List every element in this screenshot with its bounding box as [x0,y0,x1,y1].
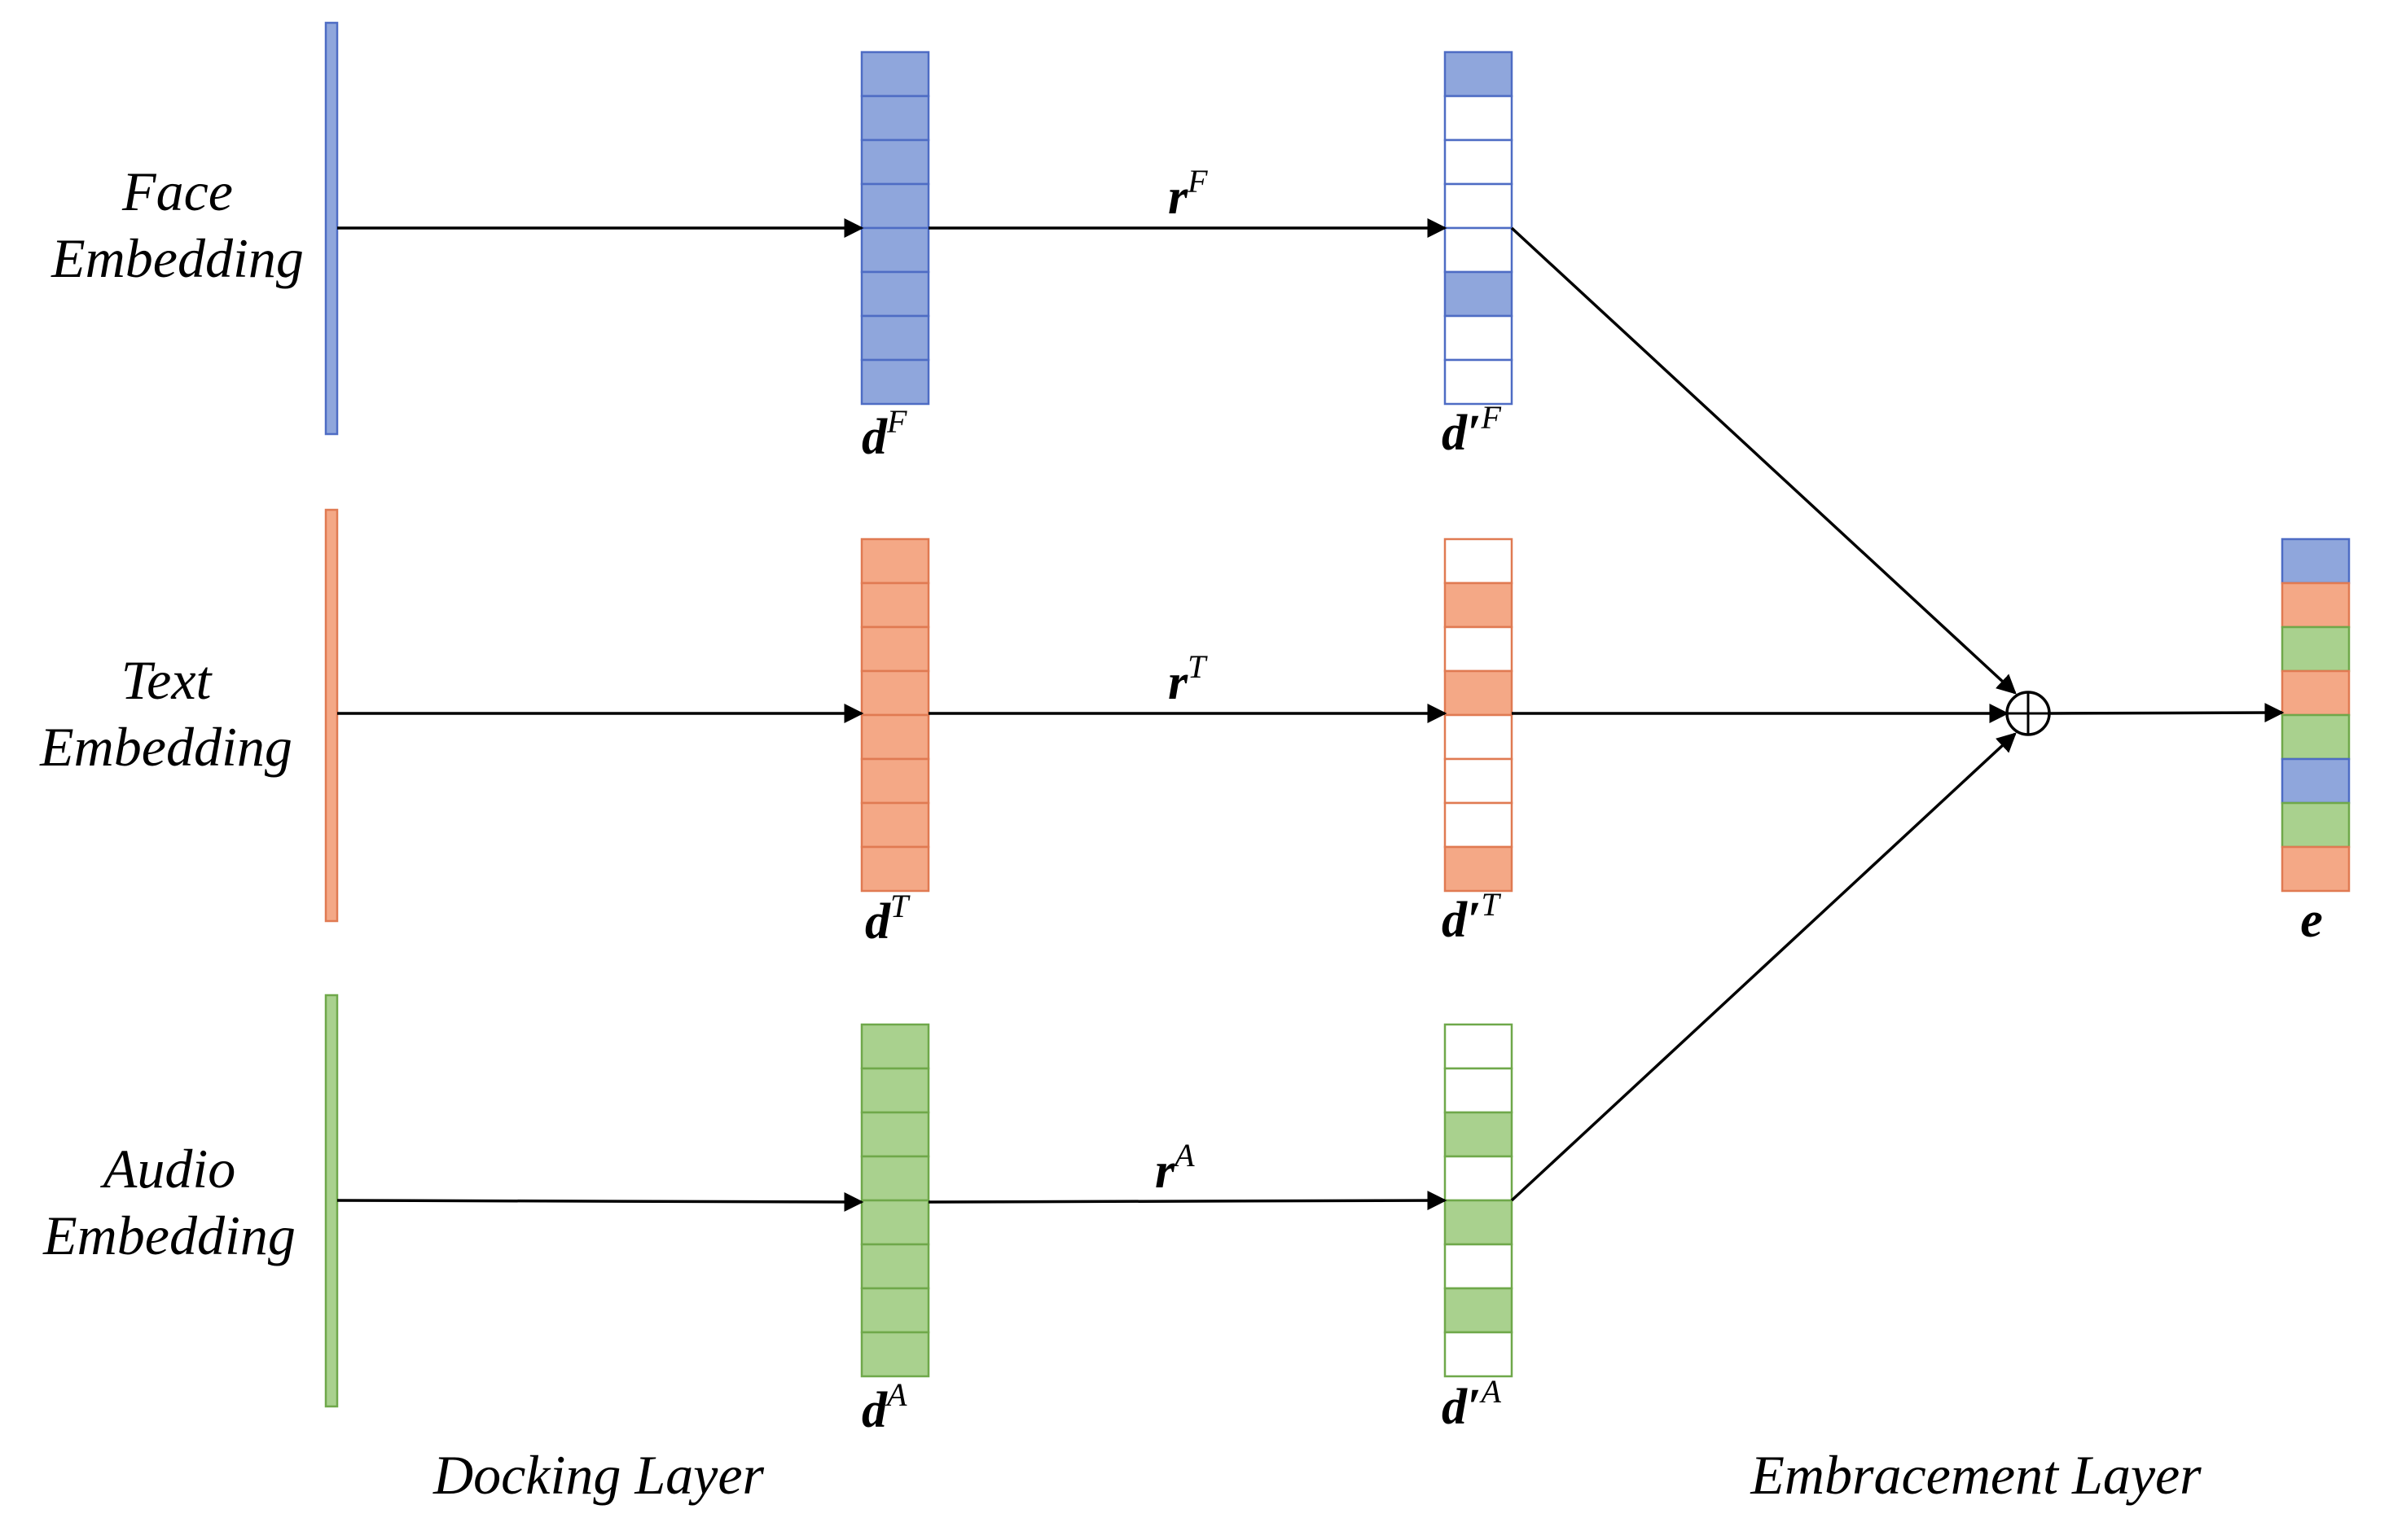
output-e-label: e [2300,893,2323,948]
audio-masked-cell [1443,1111,1513,1158]
text-embedding-bar [324,508,339,923]
face-masked-cell [1443,226,1513,274]
output-cell [2281,537,2351,585]
face-masked-cell [1443,314,1513,362]
audio-r-arrow [928,1191,1447,1211]
r-audio-label: rA [1155,1137,1195,1199]
face-to-sum-arrow [1510,226,2017,695]
audio-docking-cell [860,1287,930,1334]
audio-docking-cell [860,1155,930,1202]
audio-embedding-label: Audio Embedding [42,1138,296,1266]
output-embedding-vector [2281,537,2351,893]
face-docking-cell [860,358,930,406]
face-docking-cell [860,226,930,274]
text-docking-cell [860,625,930,673]
audio-docking-cell [860,1023,930,1070]
text-masked-cell [1443,669,1513,717]
face-docking-vector [860,50,930,406]
face-docking-cell [860,138,930,186]
text-docking-cell [860,713,930,761]
face-docking-cell [860,50,930,98]
text-docking-cell [860,537,930,585]
audio-docking-cell [860,1331,930,1378]
audio-input-arrow [336,1191,864,1212]
audio-embedding-bar [324,994,339,1408]
text-label-line2: Embedding [39,716,292,778]
face-label-line2: Embedding [50,227,304,289]
d-text-label: dT [865,888,911,950]
audio-masked-vector [1443,1023,1513,1378]
audio-label-line2: Embedding [42,1204,296,1266]
d-face-label: dF [862,403,907,465]
text-docking-vector [860,537,930,893]
text-docking-cell [860,669,930,717]
output-cell [2281,713,2351,761]
text-masked-cell [1443,757,1513,805]
text-docking-cell [860,801,930,849]
face-masked-cell [1443,182,1513,230]
face-masked-cell [1443,358,1513,406]
audio-masked-cell [1443,1155,1513,1202]
output-cell [2281,625,2351,673]
audio-docking-cell [860,1067,930,1114]
audio-to-sum-arrow [1510,732,2017,1202]
text-masked-cell [1443,537,1513,585]
output-cell [2281,845,2351,893]
face-embedding-label: Face Embedding [50,160,304,289]
audio-docking-cell [860,1199,930,1246]
face-masked-cell [1443,138,1513,186]
output-cell [2281,801,2351,849]
text-masked-vector [1443,537,1513,893]
face-docking-cell [860,270,930,318]
output-cell [2281,581,2351,629]
audio-masked-cell [1443,1067,1513,1114]
audio-masked-cell [1443,1243,1513,1290]
audio-masked-cell [1443,1199,1513,1246]
dprime-face-label: d′F [1442,399,1501,461]
text-docking-cell [860,581,930,629]
audio-docking-cell [860,1243,930,1290]
r-face-label: rF [1168,163,1208,225]
face-embedding-bar [324,21,339,436]
embracement-layer-label: Embracement Layer [1750,1444,2202,1506]
output-cell [2281,669,2351,717]
text-docking-cell [860,757,930,805]
face-masked-cell [1443,94,1513,142]
docking-layer-label: Docking Layer [432,1444,765,1506]
dprime-text-label: d′T [1442,886,1501,948]
face-masked-vector [1443,50,1513,406]
face-masked-cell [1443,270,1513,318]
text-masked-cell [1443,845,1513,893]
audio-docking-vector [860,1023,930,1378]
text-docking-cell [860,845,930,893]
face-docking-cell [860,182,930,230]
face-label-line1: Face [121,160,233,222]
text-embedding-label: Text Embedding [39,649,292,778]
text-masked-cell [1443,801,1513,849]
face-masked-cell [1443,50,1513,98]
audio-label-line1: Audio [100,1138,235,1200]
audio-masked-cell [1443,1287,1513,1334]
text-masked-cell [1443,713,1513,761]
output-cell [2281,757,2351,805]
face-docking-cell [860,314,930,362]
r-text-label: rT [1168,648,1208,710]
text-masked-cell [1443,581,1513,629]
d-audio-label: dA [862,1376,907,1438]
face-docking-cell [860,94,930,142]
audio-docking-cell [860,1111,930,1158]
text-label-line1: Text [121,649,213,711]
concat-operator [2005,691,2051,736]
text-masked-cell [1443,625,1513,673]
audio-masked-cell [1443,1331,1513,1378]
audio-masked-cell [1443,1023,1513,1070]
dprime-audio-label: d′A [1442,1373,1501,1435]
